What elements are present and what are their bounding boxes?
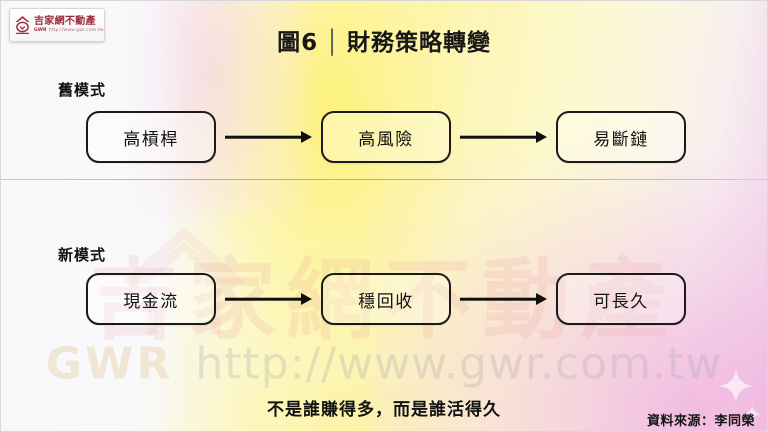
flow-arrow-new-1 [225,288,312,310]
house-roof-icon [15,16,30,35]
page-title: 圖6│財務策略轉變 [1,23,767,57]
flow-arrow-old-2 [460,126,547,148]
flow-node-new-1[interactable]: 現金流 [86,273,216,325]
flow-node-new-2[interactable]: 穩回收 [321,273,451,325]
logo-url-text: http://www.gwr.com.tw [48,27,104,33]
logo-gwr-text: GWR [34,27,47,33]
flow-node-old-2[interactable]: 高風險 [321,111,451,163]
flow-arrow-new-2 [460,288,547,310]
flow-arrow-old-1 [225,126,312,148]
title-figure-number: 圖6 [277,30,319,56]
flow-new-model: 現金流 穩回收 可長久 [86,273,686,325]
flow-node-old-1[interactable]: 高槓桿 [86,111,216,163]
row-label-new-model: 新模式 [58,246,107,264]
title-separator: │ [325,30,340,56]
title-main-text: 財務策略轉變 [346,30,491,56]
background-pink-glow-bottom [368,155,767,431]
bottom-caption: 不是誰賺得多，而是誰活得久 [267,400,501,420]
flow-node-new-3[interactable]: 可長久 [556,273,686,325]
background-white-left [1,1,185,431]
section-divider [1,179,767,180]
source-credit: 資料來源：李同榮 [646,414,755,429]
flow-node-old-3[interactable]: 易斷鏈 [556,111,686,163]
row-label-old-model: 舊模式 [58,81,107,99]
flow-old-model: 高槓桿 高風險 易斷鏈 [86,111,686,163]
logo-brand-name: 吉家網不動產 [34,15,96,27]
